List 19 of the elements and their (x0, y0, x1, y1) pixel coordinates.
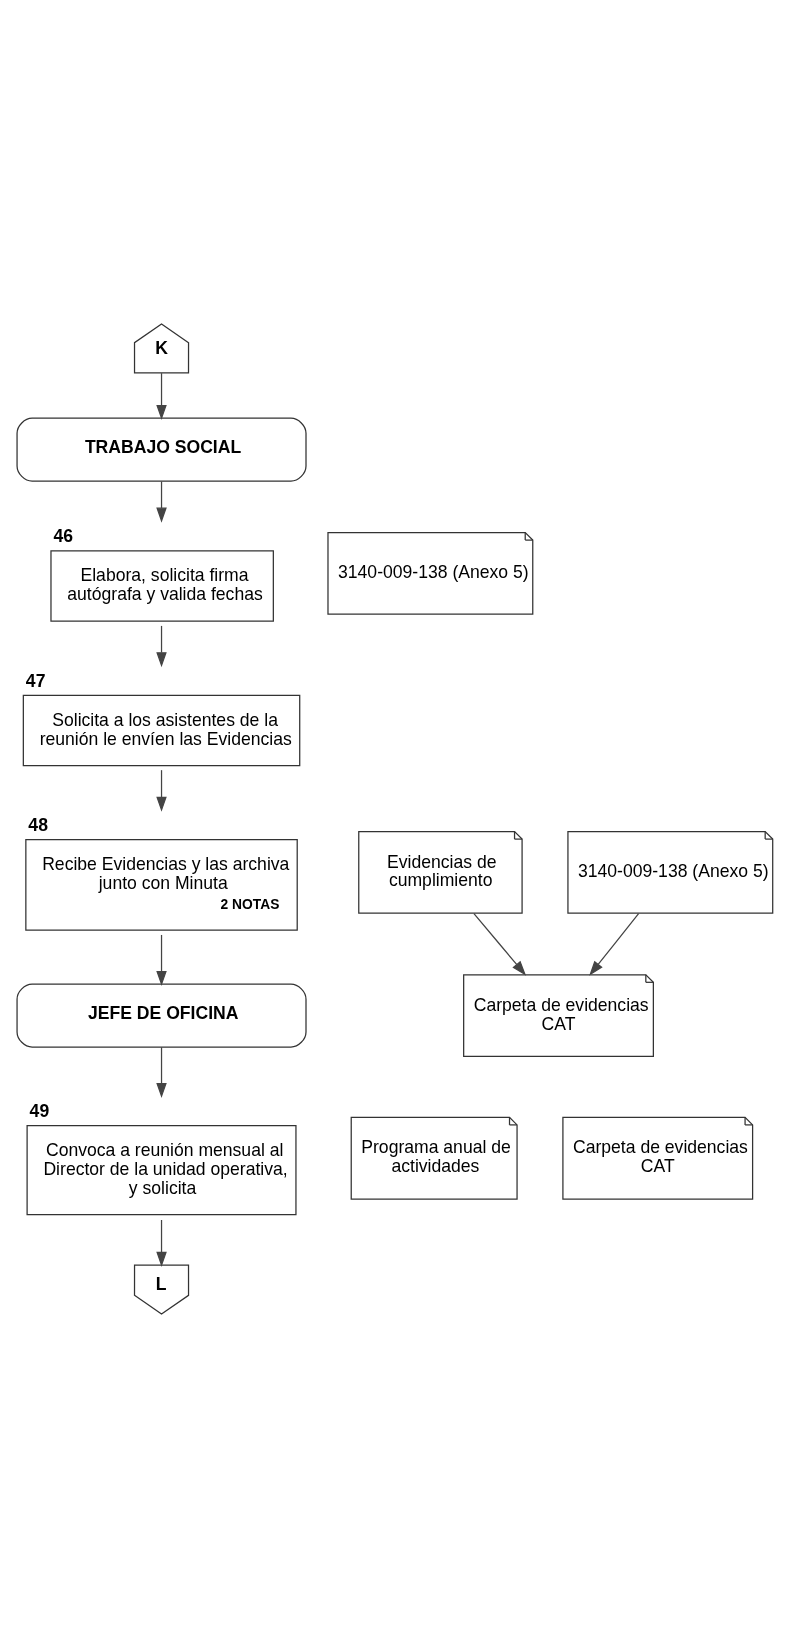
arrow (156, 480, 167, 523)
arrow (156, 934, 167, 987)
node-label: 46 (53, 526, 74, 547)
node-label: 47 (25, 670, 46, 691)
node-box: JEFE DE OFICINA (16, 983, 307, 1048)
arrow (156, 769, 167, 812)
node-label: 49 (29, 1100, 50, 1121)
node-box: Recibe Evidencias y las archiva junto con Minuta 2 NOTAS (25, 839, 298, 931)
arrow (589, 912, 640, 976)
arrow (156, 372, 167, 420)
arrow (473, 912, 527, 976)
node-box: Solicita a los asistentes de la reunión le envíen las Evidencias (22, 694, 301, 767)
node-box: TRABAJO SOCIAL (16, 417, 307, 482)
arrow (156, 625, 167, 668)
node-box: Elabora, solicita firma autógrafa y valida fechas (50, 550, 274, 622)
node-box: Convoca a reunión mensual al Director de la unidad operativa, y solicita (26, 1124, 297, 1216)
arrow (156, 1219, 167, 1267)
node-label: 48 (28, 815, 48, 836)
arrow (156, 1046, 167, 1098)
